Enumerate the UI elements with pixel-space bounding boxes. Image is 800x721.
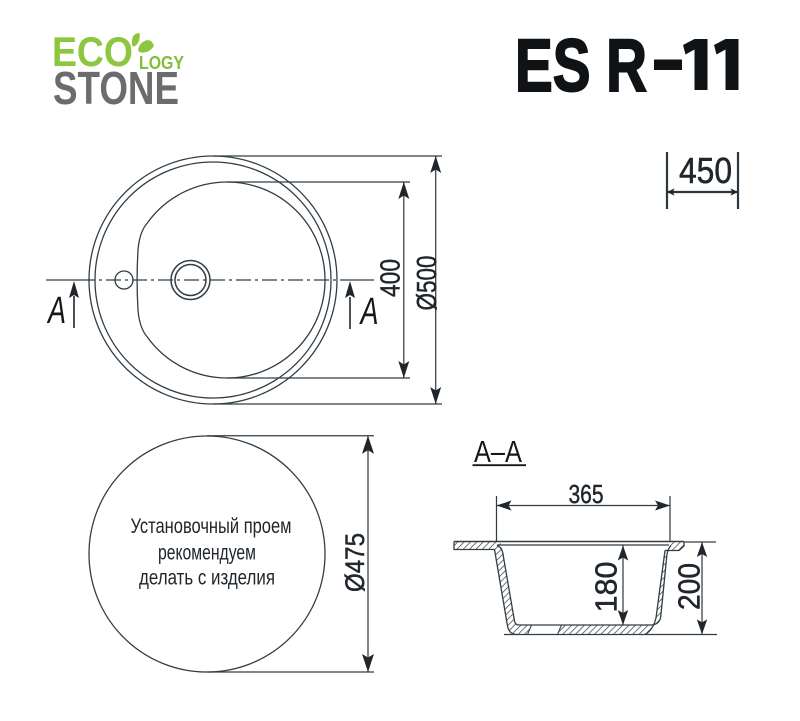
svg-text:STONE: STONE — [53, 62, 179, 114]
svg-text:180: 180 — [589, 562, 624, 613]
svg-text:LOGY: LOGY — [139, 53, 184, 73]
svg-text:Ø500: Ø500 — [411, 256, 442, 311]
svg-text:365: 365 — [569, 479, 604, 509]
svg-text:450: 450 — [679, 150, 732, 191]
svg-text:рекомендуем: рекомендуем — [158, 542, 256, 565]
svg-text:A–A: A–A — [474, 434, 522, 469]
svg-text:400: 400 — [375, 259, 406, 297]
svg-text:Установочный проем: Установочный проем — [131, 515, 292, 538]
svg-text:ECO: ECO — [52, 28, 133, 75]
svg-text:делать с изделия: делать с изделия — [139, 567, 275, 590]
svg-text:200: 200 — [672, 563, 707, 610]
svg-text:ES R: ES R — [515, 24, 647, 107]
svg-text:A: A — [47, 290, 66, 332]
svg-text:A: A — [359, 291, 378, 333]
svg-text:Ø475: Ø475 — [340, 533, 370, 592]
